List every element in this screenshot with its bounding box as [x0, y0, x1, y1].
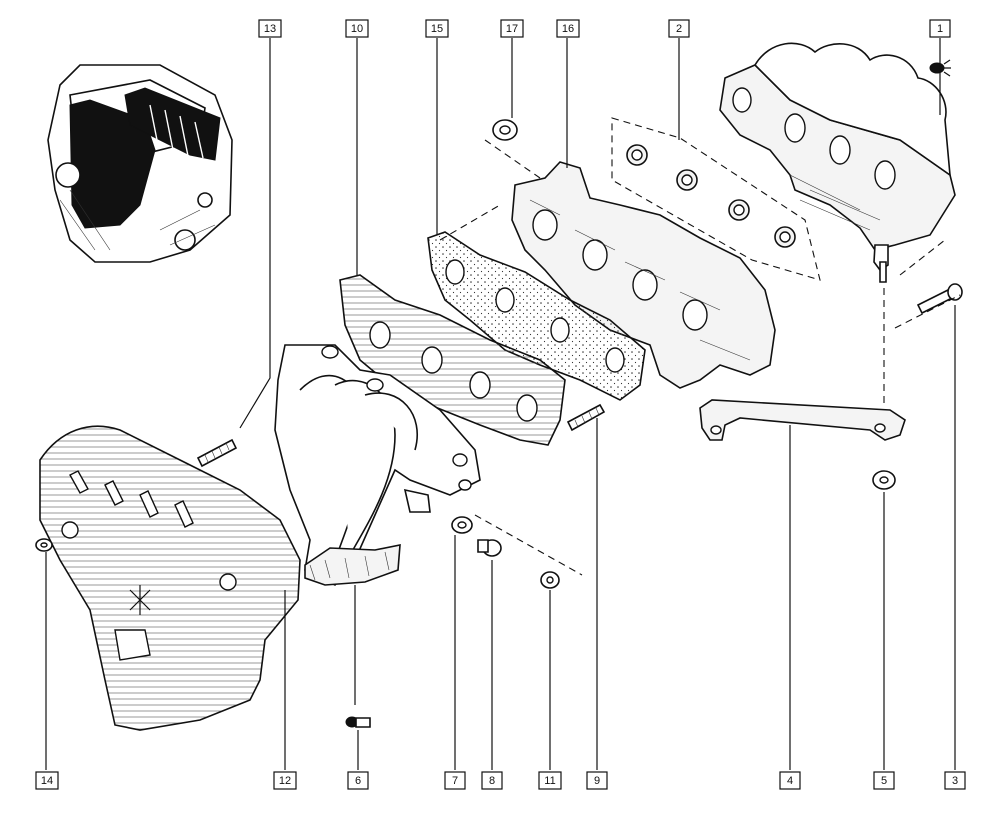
svg-text:17: 17: [506, 23, 518, 35]
nut-7: [451, 516, 473, 534]
dashed-line-3: [894, 294, 961, 329]
stud-9: [566, 403, 606, 432]
svg-text:12: 12: [279, 775, 291, 787]
support-bracket: [699, 399, 906, 441]
exhaust-heat-shield: [39, 425, 301, 731]
callout-9: 9: [586, 771, 608, 790]
callout-5: 5: [873, 771, 895, 790]
svg-text:4: 4: [787, 775, 793, 787]
svg-text:16: 16: [562, 23, 574, 35]
callout-15: 15: [425, 19, 449, 38]
callout-14: 14: [35, 771, 59, 790]
svg-text:8: 8: [489, 775, 495, 787]
intake-manifold: [719, 42, 956, 283]
callout-10: 10: [345, 19, 369, 38]
dashed-line-17: [484, 139, 541, 179]
svg-text:13: 13: [264, 23, 276, 35]
nut-11: [540, 571, 560, 589]
callout-7: 7: [444, 771, 466, 790]
dashed-line-11: [474, 514, 583, 576]
svg-text:7: 7: [452, 775, 458, 787]
exhaust-gasket: [427, 231, 646, 401]
svg-text:14: 14: [41, 775, 53, 787]
svg-text:1: 1: [937, 23, 943, 35]
exhaust-manifold: [274, 344, 481, 587]
svg-text:9: 9: [594, 775, 600, 787]
svg-text:5: 5: [881, 775, 887, 787]
stud-13: [196, 438, 238, 468]
callout-16: 16: [556, 19, 580, 38]
bolt-8: [477, 539, 502, 557]
svg-text:11: 11: [544, 775, 555, 787]
callout-13: 13: [258, 19, 282, 38]
nut-17: [492, 119, 518, 141]
callout-1: 1: [929, 19, 951, 38]
dashed-line-1: [899, 239, 946, 276]
intake-gasket-set: [611, 117, 821, 281]
svg-text:10: 10: [351, 23, 363, 35]
svg-text:15: 15: [431, 23, 443, 35]
svg-text:3: 3: [952, 775, 958, 787]
clip-6: [345, 716, 371, 728]
callout-12: 12: [273, 771, 297, 790]
svg-text:6: 6: [355, 775, 361, 787]
bolt-3: [916, 283, 963, 315]
engine-overview-thumbnail: [47, 64, 233, 263]
svg-text:2: 2: [676, 23, 682, 35]
callout-2: 2: [668, 19, 690, 38]
callout-3: 3: [944, 771, 966, 790]
nut-5: [872, 470, 896, 490]
callout-4: 4: [779, 771, 801, 790]
nut-14: [35, 538, 53, 552]
leader-lines: [45, 38, 956, 770]
callout-8: 8: [481, 771, 503, 790]
callout-6: 6: [347, 771, 369, 790]
callout-17: 17: [500, 19, 524, 38]
callout-11: 11: [538, 771, 562, 790]
